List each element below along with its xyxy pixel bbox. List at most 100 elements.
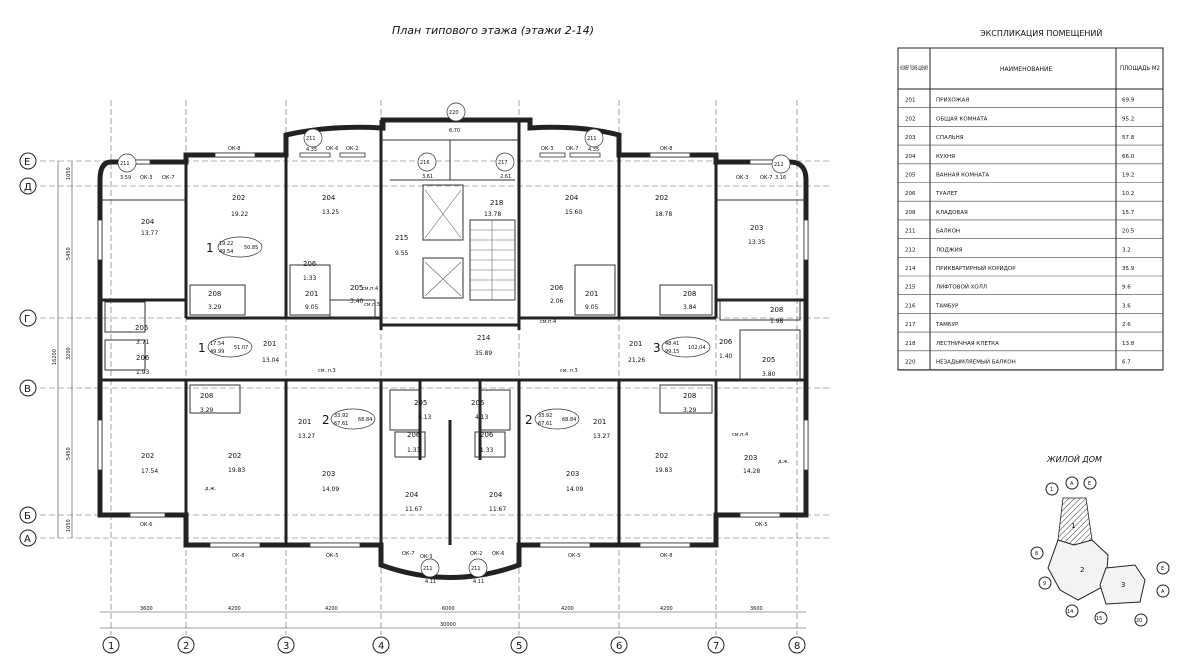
room-number: 204 — [405, 491, 419, 499]
dimension-label: 5450 — [66, 447, 72, 460]
table-cell-name: БАЛКОН — [936, 229, 960, 235]
table-cell-area: 95.2 — [1122, 116, 1134, 122]
room-area: 3.59 — [120, 175, 131, 181]
room-area: 13.35 — [748, 239, 765, 246]
room-number: 203 — [744, 454, 757, 462]
stair-treads — [424, 189, 515, 300]
apartment-total: 51.07 — [234, 345, 248, 351]
dimension-label: 4200 — [325, 606, 338, 612]
table-cell-area: 69.9 — [1122, 98, 1135, 104]
apartment-total: 50.85 — [244, 245, 258, 251]
room-number: 206 — [550, 284, 564, 292]
table-cell-area: 3.2 — [1122, 247, 1131, 253]
room-number: 203 — [566, 470, 579, 478]
dimension-label: 1050 — [66, 167, 72, 180]
room-area: 4.11 — [425, 579, 436, 585]
svg-text:ОК-6: ОК-6 — [492, 551, 504, 557]
svg-text:ОК-8: ОК-8 — [228, 146, 240, 152]
dimension-label: 3600 — [750, 606, 763, 612]
svg-text:ОК-3: ОК-3 — [736, 175, 748, 181]
table-header-name: НАИМЕНОВАНИЕ — [1000, 66, 1053, 73]
axis-col-label: 8 — [794, 641, 800, 652]
room-area: 17.54 — [141, 468, 158, 475]
table-cell-name: ТУАЛЕТ — [935, 191, 958, 197]
table-cell-number: 205 — [905, 173, 916, 179]
axis-label: 8 — [1035, 551, 1038, 557]
room-area: 9.05 — [585, 304, 599, 311]
room-area: 4.35 — [306, 147, 317, 153]
table-cell-number: 218 — [905, 341, 916, 347]
axis-label: Е — [1161, 566, 1164, 572]
room-area: 18.78 — [655, 211, 672, 218]
room-area: 3.80 — [762, 371, 776, 378]
table-cell-number: 212 — [905, 247, 916, 253]
apartment-area: 49.99 — [210, 349, 224, 355]
room-number: 211 — [423, 566, 433, 572]
room-number: 206 — [719, 338, 733, 346]
svg-text:ОК-5: ОК-5 — [326, 553, 338, 559]
table-header-num: НОМЕР ПОМЕ-ЩЕНИЯ — [900, 65, 928, 72]
room-area: 14.09 — [566, 486, 583, 493]
room-number: 206 — [407, 431, 421, 439]
svg-text:ОК-7: ОК-7 — [162, 175, 174, 181]
windows — [97, 152, 809, 548]
dimension-label: 4200 — [228, 606, 241, 612]
room-area: 13.25 — [322, 209, 339, 216]
apartment-number: 1 — [198, 341, 206, 355]
apartment-number: 3 — [653, 341, 661, 355]
table-cell-area: 66.0 — [1122, 154, 1135, 160]
svg-text:см.п.4: см.п.4 — [362, 286, 378, 292]
svg-text:см.п.4: см.п.4 — [732, 432, 748, 438]
table-cell-area: 6.7 — [1122, 360, 1131, 366]
svg-text:д.ж.: д.ж. — [778, 459, 790, 465]
axis-row-label: Е — [24, 157, 30, 168]
apartment-total: 68.84 — [562, 417, 576, 423]
room-number: 216 — [420, 160, 430, 166]
table-cell-name: ВАННАЯ КОМНАТА — [936, 173, 989, 179]
room-area: 1.98 — [770, 318, 784, 325]
room-number: 205 — [471, 399, 484, 407]
apartment-total: 68.84 — [358, 417, 372, 423]
room-area: 13.78 — [484, 211, 501, 218]
room-number: 211 — [306, 136, 316, 142]
axis-col-label: 6 — [616, 641, 622, 652]
room-area: 1.93 — [136, 369, 150, 376]
svg-text:ОК-7: ОК-7 — [402, 551, 414, 557]
apartment-living-area: 33.92 — [334, 413, 348, 419]
room-number: 201 — [298, 418, 311, 426]
room-area: 11.67 — [489, 506, 506, 513]
svg-text:ОК-3: ОК-3 — [140, 175, 152, 181]
dimension-total: 16200 — [52, 349, 58, 365]
room-number: 206 — [136, 354, 150, 362]
table-cell-area: 3.6 — [1122, 303, 1131, 309]
room-number: 205 — [762, 356, 775, 364]
apartment-area: 99.15 — [665, 349, 679, 355]
room-area: 3.29 — [683, 407, 697, 414]
room-number: 204 — [565, 194, 579, 202]
axis-col-label: 2 — [183, 641, 189, 652]
opening-labels: ОК-8 ОК-6 ОК-2 ОК-3 ОК-7 ОК-8 ОК-3 ОК-7 … — [140, 146, 790, 560]
table-cell-name: ПРИХОЖАЯ — [936, 98, 969, 104]
svg-text:ОК-8: ОК-8 — [660, 146, 672, 152]
room-area: 1.40 — [719, 353, 733, 360]
table-cell-name: ТАМБУР — [935, 303, 959, 309]
legend-title: ЭКСПЛИКАЦИЯ ПОМЕЩЕНИЙ — [980, 27, 1102, 38]
table-cell-name: ОБЩАЯ КОМНАТА — [936, 116, 988, 122]
room-number: 211 — [471, 566, 481, 572]
table-cell-number: 216 — [905, 303, 916, 309]
dimension-label: 4200 — [660, 606, 673, 612]
axis-label: А — [1161, 589, 1165, 595]
table-cell-number: 220 — [905, 360, 916, 366]
table-cell-name: ТАМБУР — [935, 322, 959, 328]
room-area: 3.71 — [136, 339, 150, 346]
svg-text:ОК-8: ОК-8 — [232, 553, 244, 559]
table-cell-area: 9.6 — [1122, 285, 1131, 291]
room-area: 3.40 — [350, 298, 364, 305]
room-area: 9.55 — [395, 250, 409, 257]
section-label: 1 — [1071, 522, 1075, 530]
svg-text:ОК-5: ОК-5 — [755, 522, 767, 528]
apartment-living-area: 33.92 — [538, 413, 552, 419]
table-cell-number: 211 — [905, 229, 916, 235]
partitions — [100, 139, 806, 458]
apartment-number: 2 — [525, 413, 533, 427]
